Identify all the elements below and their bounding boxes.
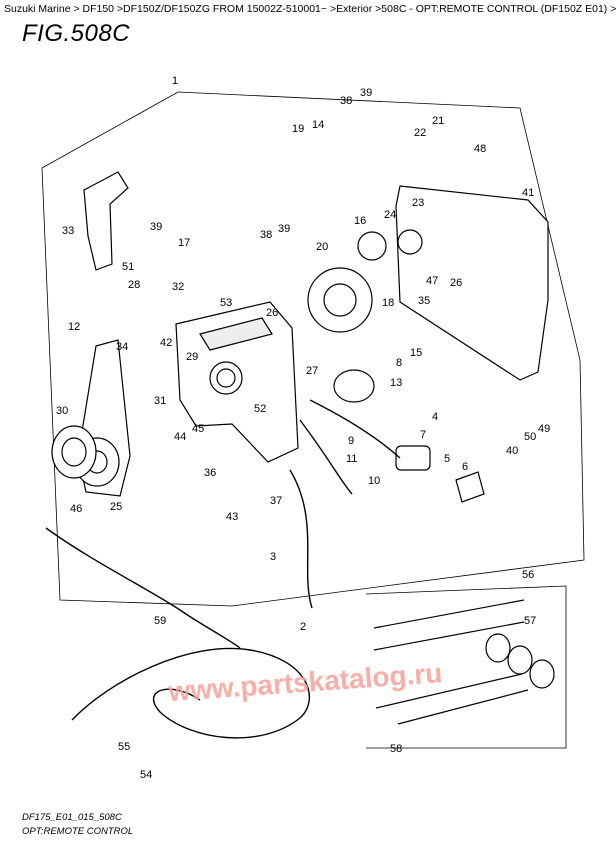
- callout: 22: [414, 127, 426, 139]
- callout: 21: [432, 115, 444, 127]
- callout: 26: [266, 307, 278, 319]
- callout: 51: [122, 261, 134, 273]
- callout: 24: [384, 209, 396, 221]
- drawing-code: DF175_E01_015_508C: [22, 812, 122, 823]
- control-housing: [175, 301, 299, 463]
- callout-labels: 1 2 3 4 5 6 7 8 9 10 11 12 13 14 15 16 1…: [56, 75, 550, 781]
- callout: 44: [174, 431, 186, 443]
- callout: 27: [306, 365, 318, 377]
- callout: 12: [68, 321, 80, 333]
- wiring-harness: [289, 399, 401, 609]
- callout: 26: [450, 277, 462, 289]
- breadcrumb[interactable]: Suzuki Marine > DF150 >DF150Z/DF150ZG FR…: [4, 3, 616, 15]
- callout: 45: [192, 423, 204, 435]
- callout: 30: [56, 405, 68, 417]
- callout: 58: [390, 743, 402, 755]
- exploded-parts-diagram: 1 2 3 4 5 6 7 8 9 10 11 12 13 14 15 16 1…: [41, 75, 585, 781]
- callout: 35: [418, 295, 430, 307]
- callout: 38: [340, 95, 352, 107]
- callout: 57: [524, 615, 536, 627]
- callout: 18: [382, 297, 394, 309]
- figure-caption: OPT:REMOTE CONTROL: [22, 826, 134, 837]
- callout: 4: [432, 411, 438, 423]
- callout: 41: [522, 187, 534, 199]
- callout: 42: [160, 337, 172, 349]
- neutral-switch: [333, 369, 375, 403]
- callout: 59: [154, 615, 166, 627]
- handle-cover: [51, 425, 97, 479]
- callout: 14: [312, 119, 324, 131]
- figure-title: FIG.508C: [22, 20, 131, 47]
- watermark-text: www.partskatalog.ru: [166, 657, 443, 707]
- gear-assembly: [307, 229, 423, 333]
- assembly-group-outline: [41, 91, 585, 607]
- callout: 13: [390, 377, 402, 389]
- callout: 9: [348, 435, 354, 447]
- callout: 39: [150, 221, 162, 233]
- callout: 19: [292, 123, 304, 135]
- callout: 43: [226, 511, 238, 523]
- callout: 8: [396, 357, 402, 369]
- callout: 28: [128, 279, 140, 291]
- callout: 16: [354, 215, 366, 227]
- callout: 5: [444, 453, 450, 465]
- callout: 46: [70, 503, 82, 515]
- callout: 55: [118, 741, 130, 753]
- callout: 1: [172, 75, 178, 87]
- callout: 15: [410, 347, 422, 359]
- callout: 34: [116, 341, 128, 353]
- callout: 17: [178, 237, 190, 249]
- kit-bracket: [365, 585, 567, 749]
- callout: 38: [260, 229, 272, 241]
- callout: 20: [316, 241, 328, 253]
- callout: 10: [368, 475, 380, 487]
- callout: 40: [506, 445, 518, 457]
- handle-grip: [83, 171, 129, 271]
- callout: 49: [538, 423, 550, 435]
- callout: 39: [360, 87, 372, 99]
- callout: 52: [254, 403, 266, 415]
- callout: 6: [462, 461, 468, 473]
- callout: 48: [474, 143, 486, 155]
- callout: 54: [140, 769, 152, 781]
- callout: 31: [154, 395, 166, 407]
- callout: 53: [220, 297, 232, 309]
- harness-loop: [71, 647, 310, 739]
- control-cable: [45, 527, 241, 649]
- callout: 2: [300, 621, 306, 633]
- callout: 32: [172, 281, 184, 293]
- rear-cover-plate: [395, 185, 549, 381]
- callout: 3: [270, 551, 276, 563]
- callout: 23: [412, 197, 424, 209]
- callout: 37: [270, 495, 282, 507]
- callout: 25: [110, 501, 122, 513]
- callout: 7: [420, 429, 426, 441]
- main-switch: [395, 445, 485, 503]
- callout: 50: [524, 431, 536, 443]
- callout: 39: [278, 223, 290, 235]
- bolts-kit: [373, 599, 555, 725]
- callout: 47: [426, 275, 438, 287]
- callout: 11: [346, 453, 357, 465]
- callout: 36: [204, 467, 216, 479]
- callout: 29: [186, 351, 198, 363]
- callout: 33: [62, 225, 74, 237]
- callout: 56: [522, 569, 534, 581]
